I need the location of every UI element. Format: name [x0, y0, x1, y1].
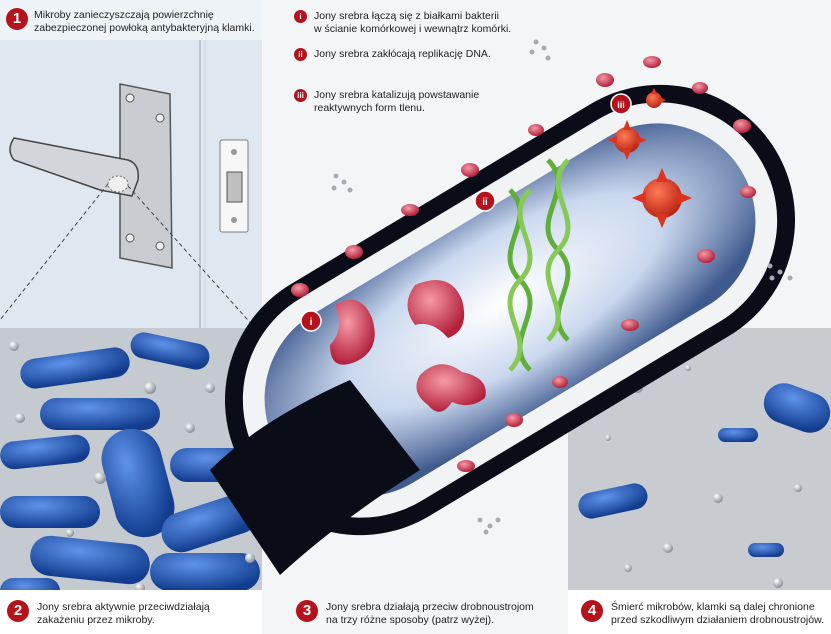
mechanism-1-line-2: w ścianie komórkowej i wewnątrz komórki.	[314, 23, 512, 35]
step-4-line-1: Śmierć mikrobów, klamki są dalej chronio…	[611, 601, 815, 613]
step-1-line-2: zabezpieczonej powłoką antybakteryjną kl…	[34, 22, 255, 34]
bacterium-end-cap	[210, 380, 420, 575]
panel-4-caption-bar	[568, 590, 831, 634]
cell-marker-iii: iii	[610, 93, 632, 115]
mechanism-marker-2: ii	[294, 48, 307, 61]
ros-particle-small	[646, 88, 666, 108]
protein-large-3	[416, 364, 486, 412]
step-3-line-1: Jony srebra działają przeciw drobnoustro…	[326, 601, 534, 613]
step-2-line-2: zakażeniu przez mikroby.	[37, 614, 155, 626]
silver-ion-clusters	[331, 39, 793, 535]
step-number-1: 1	[6, 8, 28, 30]
mechanism-3-text: Jony srebra katalizują powstawanie reakt…	[314, 89, 479, 115]
dna-strand-1	[507, 188, 533, 372]
step-3-caption: Jony srebra działają przeciw drobnoustro…	[326, 601, 534, 627]
mechanism-1-text: Jony srebra łączą się z białkami bakteri…	[314, 10, 511, 36]
step-2-line-1: Jony srebra aktywnie przeciwdziałają	[37, 601, 210, 613]
protected-surface-illustration	[568, 328, 831, 634]
step-1-line-1: Mikroby zanieczyszczają powierzchnię	[34, 9, 214, 21]
cell-marker-ii: ii	[474, 190, 496, 212]
mechanism-2-text: Jony srebra zakłócają replikację DNA.	[314, 48, 491, 61]
dna-strand-2	[545, 158, 571, 342]
panel-2-caption-bar	[0, 590, 262, 634]
step-number-4: 4	[581, 600, 603, 622]
cell-marker-i: i	[300, 310, 322, 332]
wall-proteins	[291, 56, 756, 472]
step-number-3: 3	[296, 600, 318, 622]
step-4-line-2: przed szkodliwym działaniem drobnoustroj…	[611, 614, 825, 626]
door-handle-illustration	[0, 40, 262, 328]
ros-particle-medium	[607, 120, 647, 160]
mechanism-1-line-1: Jony srebra łączą się z białkami bakteri…	[314, 10, 499, 22]
cell-marker-i-label: i	[310, 317, 313, 328]
step-number-2: 2	[7, 600, 29, 622]
step-1-caption: Mikroby zanieczyszczają powierzchnię zab…	[34, 9, 255, 35]
mechanism-2-line-1: Jony srebra zakłócają replikację DNA.	[314, 48, 491, 60]
mechanism-marker-1: i	[294, 10, 307, 23]
step-3-line-2: na trzy różne sposoby (patrz wyżej).	[326, 614, 495, 626]
step-4-caption: Śmierć mikrobów, klamki są dalej chronio…	[611, 601, 824, 627]
mechanism-marker-3: iii	[294, 89, 307, 102]
cell-marker-iii-label: iii	[617, 100, 625, 110]
cell-marker-ii-label: ii	[482, 197, 488, 208]
step-2-caption: Jony srebra aktywnie przeciwdziałają zak…	[37, 601, 210, 627]
ros-particle-large	[632, 168, 692, 228]
panel-protected-surface: 4 Śmierć mikrobów, klamki są dalej chron…	[568, 328, 831, 634]
panel-door-handle: 1 Mikroby zanieczyszczają powierzchnię z…	[0, 0, 262, 328]
protein-large-1	[330, 299, 375, 365]
mechanism-3-line-1: Jony srebra katalizują powstawanie	[314, 89, 480, 101]
protein-large-2	[407, 280, 465, 338]
mechanism-3-line-2: reaktywnych form tlenu.	[314, 102, 425, 114]
